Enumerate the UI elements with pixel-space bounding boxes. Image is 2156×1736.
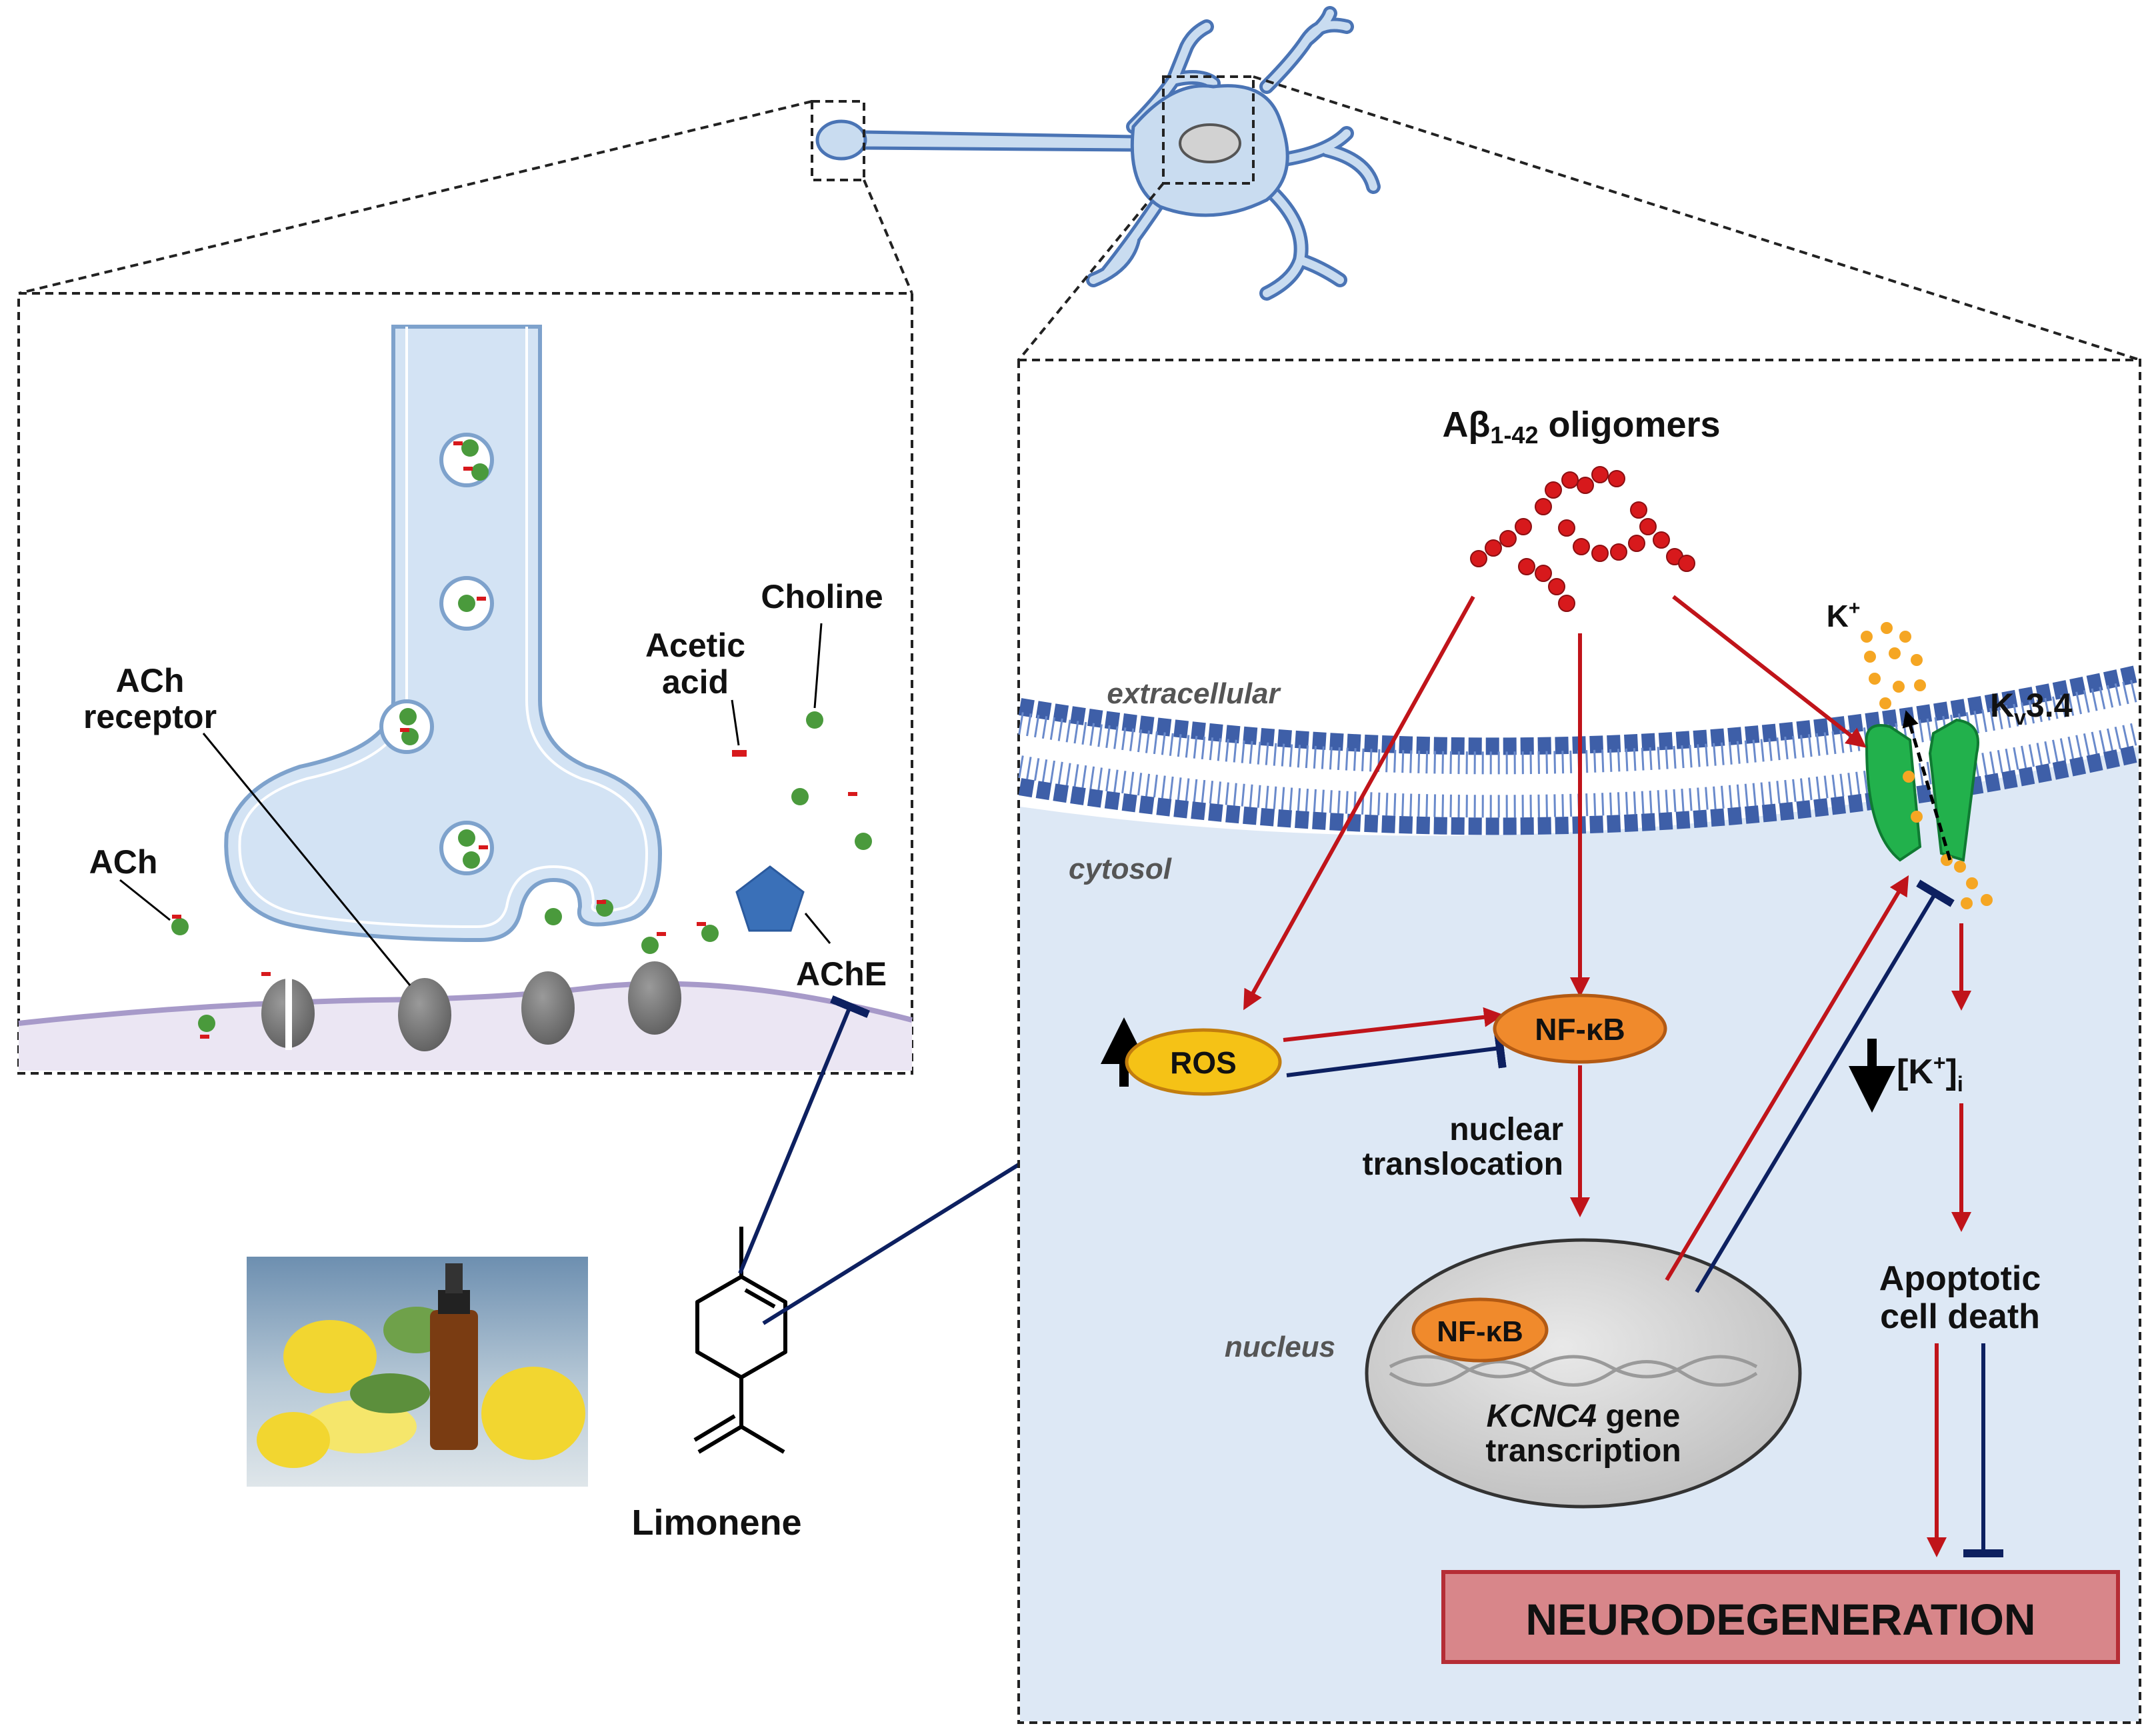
kv34-label: Kv3.4 [1990, 687, 2073, 729]
abeta-to-ros-arrow [1243, 595, 1475, 1011]
kv34-channel-icon [1865, 710, 1979, 866]
neurodegeneration-box [1441, 1570, 2120, 1664]
ach-label: ACh [89, 843, 158, 881]
ach-receptor-label-2: receptor [83, 698, 217, 735]
ki-label: [K+]i [1897, 1051, 1963, 1096]
limonene-inhibits-ache [738, 995, 871, 1275]
zoom-line-right-b [1253, 75, 2141, 361]
ros-node [1125, 1028, 1282, 1096]
ach-receptors [261, 961, 681, 1051]
k-ions [1861, 622, 1993, 909]
nfkb-label: NF-κB [1535, 1012, 1625, 1047]
transcription-label: transcription [1485, 1433, 1681, 1469]
nuclear-translocation-label-2: translocation [1363, 1147, 1563, 1182]
soma-zoom-box [1162, 75, 1255, 185]
zoom-line-right-a [1017, 182, 1165, 361]
extracellular-label: extracellular [1107, 677, 1281, 710]
gene-label: KCNC4 gene [1487, 1399, 1681, 1434]
lemon-photo [247, 1257, 588, 1487]
vesicles [379, 433, 494, 875]
nuclear-translocation-label-1: nuclear [1449, 1112, 1563, 1147]
neuron-icon [815, 6, 1381, 301]
choline-label: Choline [761, 578, 883, 615]
acetic-acid-label-1: Acetic [645, 627, 745, 664]
limonene-label: Limonene [631, 1503, 801, 1543]
abeta-label: Aβ1-42 oligomers [1442, 405, 1720, 449]
zoom-line-left-b [863, 179, 913, 294]
pathway-panel: ROS NF-κB NF-κB NEURODEGENERATION Aβ1-42… [1017, 359, 2141, 1724]
zoom-line-left-a [18, 100, 813, 295]
synapse-panel: ACh ACh receptor Acetic acid Choline ACh… [17, 292, 913, 1075]
ach-receptor-label-1: ACh [116, 662, 185, 699]
ache-enzyme-icon [735, 865, 805, 932]
limonene-structure [693, 1227, 787, 1454]
cytosol-label: cytosol [1069, 853, 1172, 885]
ache-label: AChE [796, 955, 887, 993]
released-molecules [171, 711, 872, 1039]
ros-label: ROS [1170, 1045, 1237, 1080]
nfkb-node [1493, 993, 1667, 1064]
nfkb-nucleus-node [1411, 1297, 1549, 1363]
transcription-inhibits-kv34 [1695, 879, 1955, 1293]
apoptotic-label-1: Apoptotic [1879, 1259, 2041, 1298]
abeta-to-kv34-arrow [1672, 595, 1867, 748]
ros-to-nfkb-arrow [1283, 1007, 1504, 1042]
apoptotic-label-2: cell death [1880, 1297, 2040, 1336]
k-plus-label: K+ [1827, 597, 1861, 633]
neurodegeneration-label: NEURODEGENERATION [1525, 1595, 2035, 1644]
abeta-oligomers-icon [1470, 466, 1695, 612]
transcription-to-kv34-arrow [1665, 875, 1909, 1281]
dna-strand [1389, 1355, 1758, 1379]
acetic-acid-label-2: acid [662, 663, 729, 701]
ros-inhibits-nfkb [1286, 1027, 1507, 1077]
nucleus-label: nucleus [1225, 1331, 1335, 1363]
nfkb-nucleus-label: NF-κB [1437, 1315, 1523, 1348]
